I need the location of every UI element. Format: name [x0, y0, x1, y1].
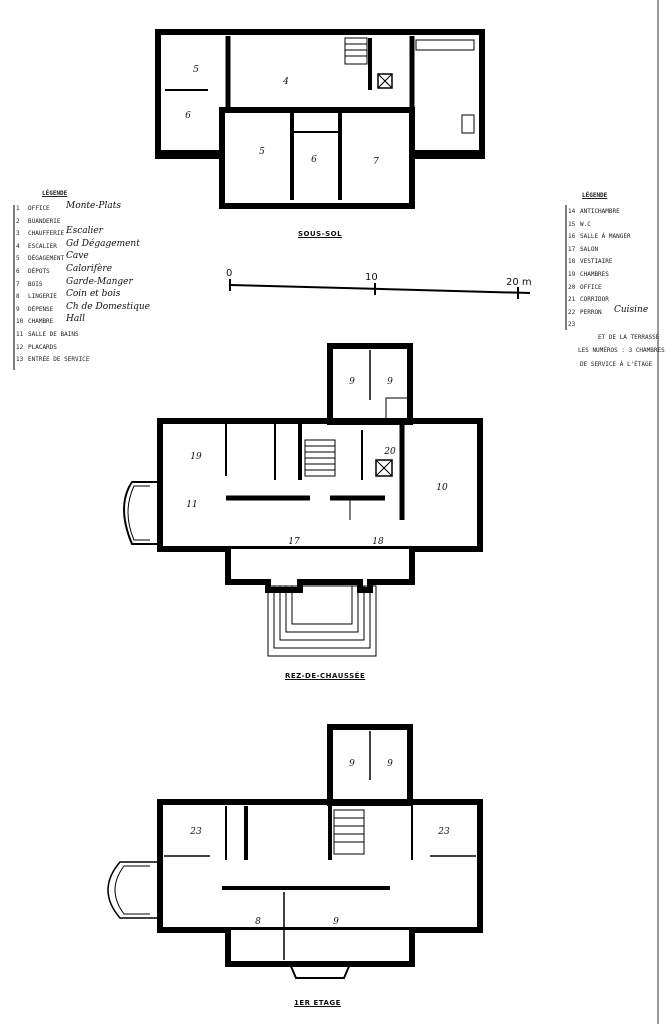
legend-item-handwritten: Cuisine: [614, 304, 649, 315]
legend-item-label: OFFICE: [28, 205, 50, 212]
legend-item-handwritten: Calorifère: [66, 264, 113, 274]
legend-item-label: PLACARDS: [28, 343, 57, 351]
legend-item-number: 11: [16, 331, 24, 338]
room-label: 10: [436, 483, 448, 493]
basement-plan: [155, 29, 485, 209]
legend-item-label: SALLE DE BAINS: [28, 331, 79, 338]
legend-right-note-3: DE SERVICE À L'ÉTAGE: [580, 361, 653, 368]
room-label: 9: [349, 759, 355, 769]
legend-item-number: 20: [568, 283, 576, 291]
first-floor-title: 1ER ETAGE: [294, 999, 341, 1007]
room-label: 20: [384, 447, 396, 457]
legend-item-handwritten: Cave: [66, 251, 89, 262]
room-label: 9: [387, 759, 393, 769]
legend-item-label: ANTICHAMBRE: [580, 208, 620, 215]
room-label: 4: [283, 77, 289, 87]
legend-item-label: BUANDERIE: [28, 217, 61, 225]
legend-item-handwritten: Monte-Plats: [66, 201, 121, 211]
legend-item-number: 8: [16, 293, 20, 301]
legend-item-label: DÉGAGEMENT: [28, 255, 65, 263]
legend-item-number: 21: [568, 296, 576, 304]
legend-right-note-2: LES NUMÉROS : 3 CHAMBRES: [578, 347, 665, 354]
legend-item-handwritten: Gd Dégagement: [66, 238, 140, 249]
room-label: 7: [373, 157, 379, 167]
legend-item-label: DÉPOTS: [28, 268, 50, 275]
ground-floor-title: REZ-DE-CHAUSSÉE: [285, 672, 366, 680]
room-label: 17: [288, 537, 300, 547]
legend-item-handwritten: Garde-Manger: [66, 276, 133, 287]
legend-item-number: 7: [16, 280, 20, 288]
legend-item-label: W.C: [580, 220, 591, 228]
legend-item-number: 23: [568, 321, 576, 329]
legend-item-label: PERRON: [580, 308, 602, 316]
legend-item-number: 18: [568, 258, 576, 266]
legend-item-number: 12: [16, 343, 24, 351]
scale-bar: [229, 279, 531, 299]
room-label: 6: [311, 155, 317, 165]
legend-item-label: ENTRÉE DE SERVICE: [28, 356, 90, 364]
room-label: 19: [190, 452, 202, 462]
legend-item-handwritten: Hall: [66, 314, 85, 325]
legend-item-label: ESCALIER: [28, 242, 57, 250]
legend-item-number: 5: [16, 255, 20, 263]
legend-item-label: DÉPENSE: [28, 305, 54, 313]
legend-item-label: CORRIDOR: [580, 296, 609, 304]
legend-item-handwritten: Coin et bois: [66, 289, 121, 300]
legend-item-number: 19: [568, 271, 576, 278]
legend-item-handwritten: Ch de Domestique: [66, 301, 150, 312]
legend-item-number: 17: [568, 245, 576, 253]
legend-item-label: CHAMBRES: [580, 271, 609, 278]
legend-item-number: 22: [568, 308, 576, 316]
legend-item-handwritten: Escalier: [66, 226, 103, 237]
room-label: 9: [333, 917, 339, 927]
legend-item-number: 16: [568, 233, 576, 241]
room-label: 9: [349, 377, 355, 387]
legend-item-label: VESTIAIRE: [580, 258, 613, 266]
legend-item-number: 15: [568, 220, 576, 228]
room-label: 23: [190, 827, 202, 837]
room-label: 11: [186, 500, 198, 510]
legend-right-title: LÉGENDE: [582, 192, 608, 199]
legend-item-label: OFFICE: [580, 283, 602, 291]
room-label: 5: [259, 147, 265, 157]
legend-item-number: 14: [568, 208, 576, 215]
room-label: 18: [372, 537, 384, 547]
room-label: 23: [438, 827, 450, 837]
legend-item-number: 2: [16, 217, 20, 225]
first-floor-plan: [107, 724, 483, 979]
room-label: 8: [255, 917, 261, 927]
legend-item-label: SALLE À MANGER: [580, 233, 631, 241]
legend-item-number: 6: [16, 268, 20, 275]
scale-tick-20: 20 m: [506, 277, 532, 288]
legend-item-label: SALON: [580, 245, 599, 253]
legend-item-label: LINGERIE: [28, 293, 57, 301]
legend-item-number: 4: [16, 242, 20, 250]
legend-item-number: 3: [16, 230, 20, 238]
scale-tick-10: 10: [365, 272, 378, 283]
legend-item-number: 13: [16, 356, 24, 364]
ground-floor-plan: [123, 343, 483, 657]
legend-item-label: CHAMBRE: [28, 318, 54, 326]
room-label: 5: [193, 65, 199, 75]
legend-right-note-1: ET DE LA TERRASSE: [598, 334, 660, 341]
legend-item-number: 9: [16, 305, 20, 313]
legend-item-number: 10: [16, 318, 24, 326]
room-label: 9: [387, 377, 393, 387]
basement-title: SOUS-SOL: [298, 230, 343, 238]
room-label: 6: [185, 111, 191, 121]
scale-tick-0: 0: [226, 268, 233, 279]
legend-item-label: BOIS: [28, 280, 43, 288]
legend-left-title: LÉGENDE: [42, 190, 68, 197]
legend-item-label: CHAUFFERIE: [28, 230, 65, 238]
legend-item-number: 1: [16, 205, 20, 212]
